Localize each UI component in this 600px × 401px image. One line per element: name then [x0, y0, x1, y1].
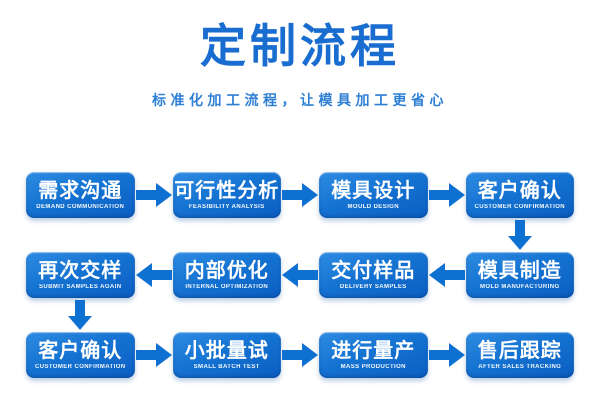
flow-step-delivery-samples: 交付样品 DELIVERY SAMPLES	[319, 252, 428, 299]
arrow-right-icon	[135, 343, 172, 368]
arrow-right-icon	[428, 183, 465, 208]
arrow-left-icon	[282, 263, 318, 288]
flow-step-mould-design: 模具设计 MOULD DESIGN	[319, 172, 428, 219]
step-caption: INTERNAL OPTIMIZATION	[185, 284, 269, 291]
arrow-left-icon	[428, 263, 465, 288]
step-label: 进行量产	[331, 340, 416, 363]
step-label: 客户确认	[38, 340, 123, 363]
arrow-right-icon	[282, 343, 318, 368]
step-caption: SMALL BATCH TEST	[193, 364, 260, 371]
step-caption: DEMAND COMMUNICATION	[36, 204, 125, 211]
arrow-right-icon	[428, 343, 465, 368]
step-label: 客户确认	[477, 180, 562, 203]
step-label: 再次交样	[38, 260, 123, 283]
step-caption: CUSTOMER CONFIRMATION	[474, 204, 565, 211]
flow-step-mass-production: 进行量产 MASS PRODUCTION	[319, 332, 428, 379]
step-label: 模具制造	[477, 260, 562, 283]
step-caption: AFTER SALES TRACKING	[478, 364, 562, 371]
step-label: 小批量试	[184, 340, 269, 363]
flow-step-mold-manufacturing: 模具制造 MOLD MANUFACTURING	[465, 252, 574, 299]
header: 定制流程 标准化加工流程，让模具加工更省心	[0, 0, 600, 110]
step-label: 交付样品	[331, 260, 416, 283]
step-caption: FEASIBILITY ANALYSIS	[188, 204, 265, 211]
flow-step-after-sales-tracking: 售后跟踪 AFTER SALES TRACKING	[465, 332, 574, 379]
step-label: 可行性分析	[174, 180, 280, 203]
flow-step-small-batch-test: 小批量试 SMALL BATCH TEST	[172, 332, 281, 379]
arrow-right-icon	[282, 183, 318, 208]
step-caption: MOLD MANUFACTURING	[479, 284, 560, 291]
arrow-left-icon	[135, 263, 172, 288]
step-caption: DELIVERY SAMPLES	[339, 284, 407, 291]
flow-step-demand-communication: 需求沟通 DEMAND COMMUNICATION	[26, 172, 135, 219]
step-caption: MASS PRODUCTION	[340, 364, 406, 371]
arrow-down-icon	[507, 220, 532, 251]
step-label: 模具设计	[331, 180, 416, 203]
step-caption: CUSTOMER CONFIRMATION	[34, 364, 126, 371]
step-caption: SUBMIT SAMPLES AGAIN	[39, 284, 122, 291]
flow-step-customer-confirmation-2: 客户确认 CUSTOMER CONFIRMATION	[26, 332, 135, 379]
step-label: 售后跟踪	[477, 340, 562, 363]
page-subtitle: 标准化加工流程，让模具加工更省心	[152, 92, 448, 109]
flow-step-feasibility-analysis: 可行性分析 FEASIBILITY ANALYSIS	[172, 172, 281, 219]
flow-step-internal-optimization: 内部优化 INTERNAL OPTIMIZATION	[172, 252, 281, 299]
page-title: 定制流程	[200, 20, 400, 72]
arrow-right-icon	[135, 183, 172, 208]
step-caption: MOULD DESIGN	[347, 204, 399, 211]
step-label: 内部优化	[184, 260, 269, 283]
flow-step-submit-samples-again: 再次交样 SUBMIT SAMPLES AGAIN	[26, 252, 135, 299]
flow-step-customer-confirmation-1: 客户确认 CUSTOMER CONFIRMATION	[465, 172, 574, 219]
process-flowchart: 需求沟通 DEMAND COMMUNICATION 可行性分析 FEASIBIL…	[0, 172, 600, 379]
step-label: 需求沟通	[38, 180, 123, 203]
arrow-down-icon	[68, 300, 93, 331]
